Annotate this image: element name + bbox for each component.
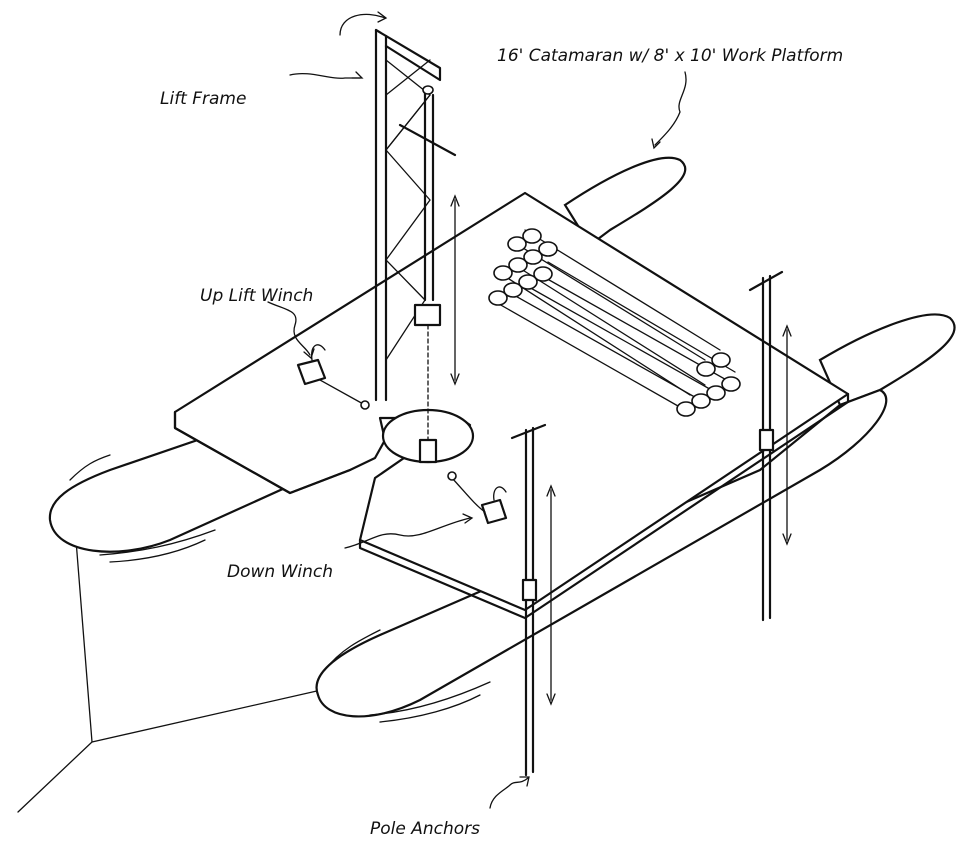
anchor-lines [17, 514, 331, 813]
pole-anchors-label: Pole Anchors [370, 819, 480, 839]
up-lift-winch [296, 344, 370, 410]
platform-edge-left [173, 410, 352, 495]
right-hull [818, 313, 956, 407]
callout-leaders [267, 11, 687, 809]
pipe-bundle [488, 228, 741, 417]
rear-hull [563, 156, 687, 247]
lift-frame [374, 28, 460, 464]
right-hull-waves [324, 629, 491, 723]
title-label: 16' Catamaran w/ 8' x 10' Work Platform [497, 46, 843, 66]
work-platform [173, 191, 850, 612]
pole-anchor-rear [748, 270, 792, 622]
down-winch [447, 471, 508, 525]
up-lift-winch-label: Up Lift Winch [200, 286, 313, 306]
down-winch-label: Down Winch [227, 562, 333, 582]
lift-frame-label: Lift Frame [160, 89, 246, 109]
pole-anchor-front [510, 423, 556, 777]
left-hull-waves [69, 454, 216, 563]
